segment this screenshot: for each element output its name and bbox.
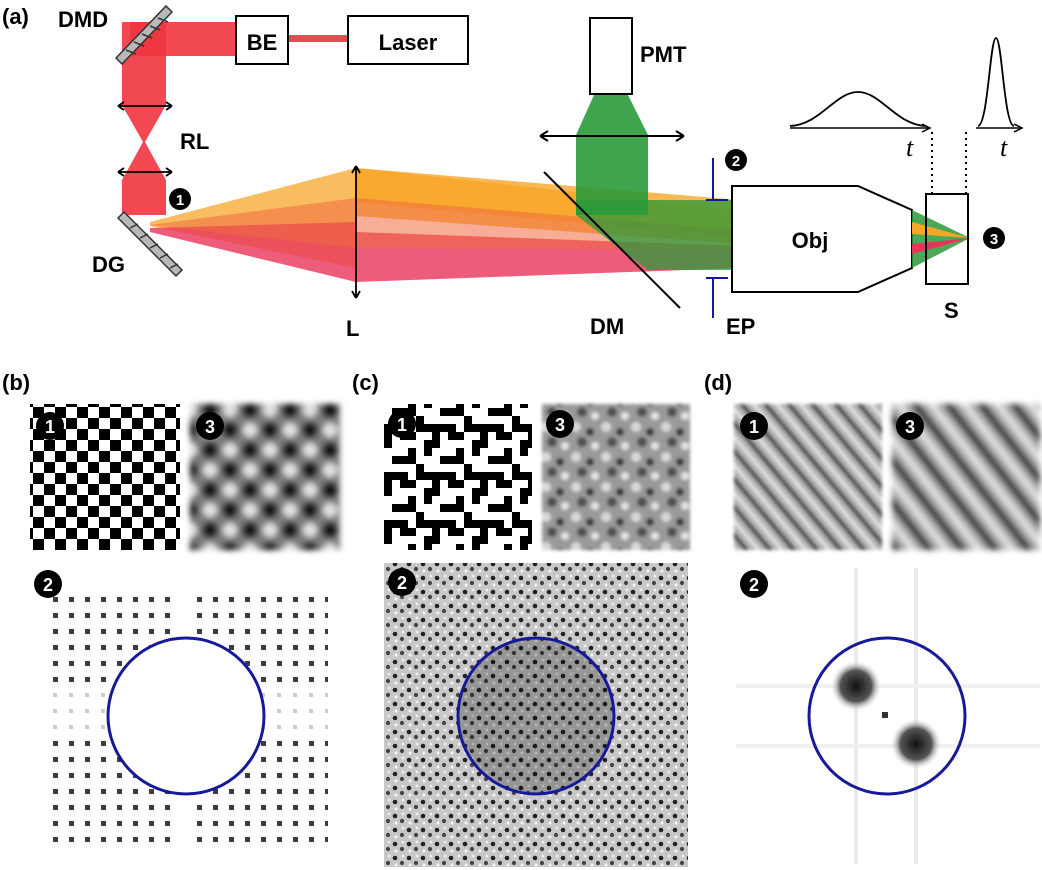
- expanded-beam-vertical: [122, 22, 166, 215]
- marker-1-text: 1: [176, 192, 184, 209]
- b3-marker-text: 3: [205, 417, 215, 437]
- relay-lens-label: RL: [180, 129, 209, 154]
- c3-marker-circle: [546, 410, 574, 438]
- lens-l: [351, 165, 361, 299]
- marker-3-circle: [983, 227, 1005, 249]
- d2-aperture-circle: [807, 636, 967, 796]
- laser-beam: [288, 35, 348, 42]
- collection-lens: [539, 130, 685, 142]
- marker-2-circle: [725, 149, 747, 171]
- d2-fourier-image: [736, 568, 1040, 864]
- sample-label: S: [944, 298, 959, 323]
- b2-marker-circle: [34, 570, 62, 598]
- laser-box: [347, 15, 469, 65]
- dmd-mirror: [114, 4, 174, 66]
- diffraction-grating: [116, 210, 184, 278]
- panel-label-b: (b): [2, 370, 30, 395]
- pmt-box: [589, 17, 633, 95]
- marker-1-circle: [169, 188, 191, 210]
- panel-label-d: (d): [704, 370, 732, 395]
- panel-label-c: (c): [352, 370, 379, 395]
- d1-marker-circle: [740, 412, 768, 440]
- beam-green-vertical: [576, 95, 648, 215]
- b1-marker-circle: [36, 412, 64, 440]
- dmd-label: DMD: [58, 7, 108, 32]
- entrance-pupil-bottom: [706, 277, 728, 318]
- entrance-pupil-top: [706, 158, 728, 201]
- c2-marker-text: 2: [397, 573, 407, 593]
- diffraction-grating-label: DG: [92, 252, 125, 277]
- temporal-profile-broad: [789, 91, 932, 133]
- panel-label-a: (a): [2, 4, 29, 29]
- beam-red-middle: [150, 198, 740, 250]
- relay-lens-lower: [117, 167, 173, 177]
- b2-marker-text: 2: [43, 575, 53, 595]
- b2-aperture-circle: [106, 636, 266, 796]
- c2-marker-circle: [388, 568, 416, 596]
- laser-label: Laser: [379, 30, 438, 55]
- pmt-label: PMT: [640, 42, 687, 67]
- b1-marker-text: 1: [45, 417, 55, 437]
- dichroic-mirror: [543, 171, 681, 309]
- marker-2-text: 2: [732, 153, 740, 170]
- d1-marker-text: 1: [749, 417, 759, 437]
- temporal-profile-narrow: [976, 37, 1024, 133]
- dichroic-mirror-label: DM: [590, 314, 624, 339]
- d2-marker-circle: [740, 570, 768, 598]
- beam-green-horizontal: [576, 200, 740, 270]
- c1-marker-text: 1: [397, 415, 407, 435]
- c2-aperture-circle: [456, 636, 616, 796]
- beam-expander-label: BE: [247, 30, 278, 55]
- objective-label: Obj: [792, 228, 829, 253]
- c1-marker-circle: [388, 410, 416, 438]
- time-label-broad: t: [906, 133, 914, 162]
- entrance-pupil-label: EP: [726, 314, 755, 339]
- d3-marker-text: 3: [905, 417, 915, 437]
- c2-fourier-image: [384, 563, 688, 867]
- time-label-narrow: t: [1000, 133, 1008, 162]
- sample-box: [925, 193, 969, 285]
- b3-marker-circle: [196, 412, 224, 440]
- marker-3-text: 3: [990, 231, 998, 248]
- c3-marker-text: 3: [555, 415, 565, 435]
- relay-lens-upper: [117, 101, 173, 111]
- d3-marker-circle: [896, 412, 924, 440]
- beam-expander-box: [235, 15, 289, 65]
- lens-l-label: L: [346, 316, 359, 341]
- d2-marker-text: 2: [749, 575, 759, 595]
